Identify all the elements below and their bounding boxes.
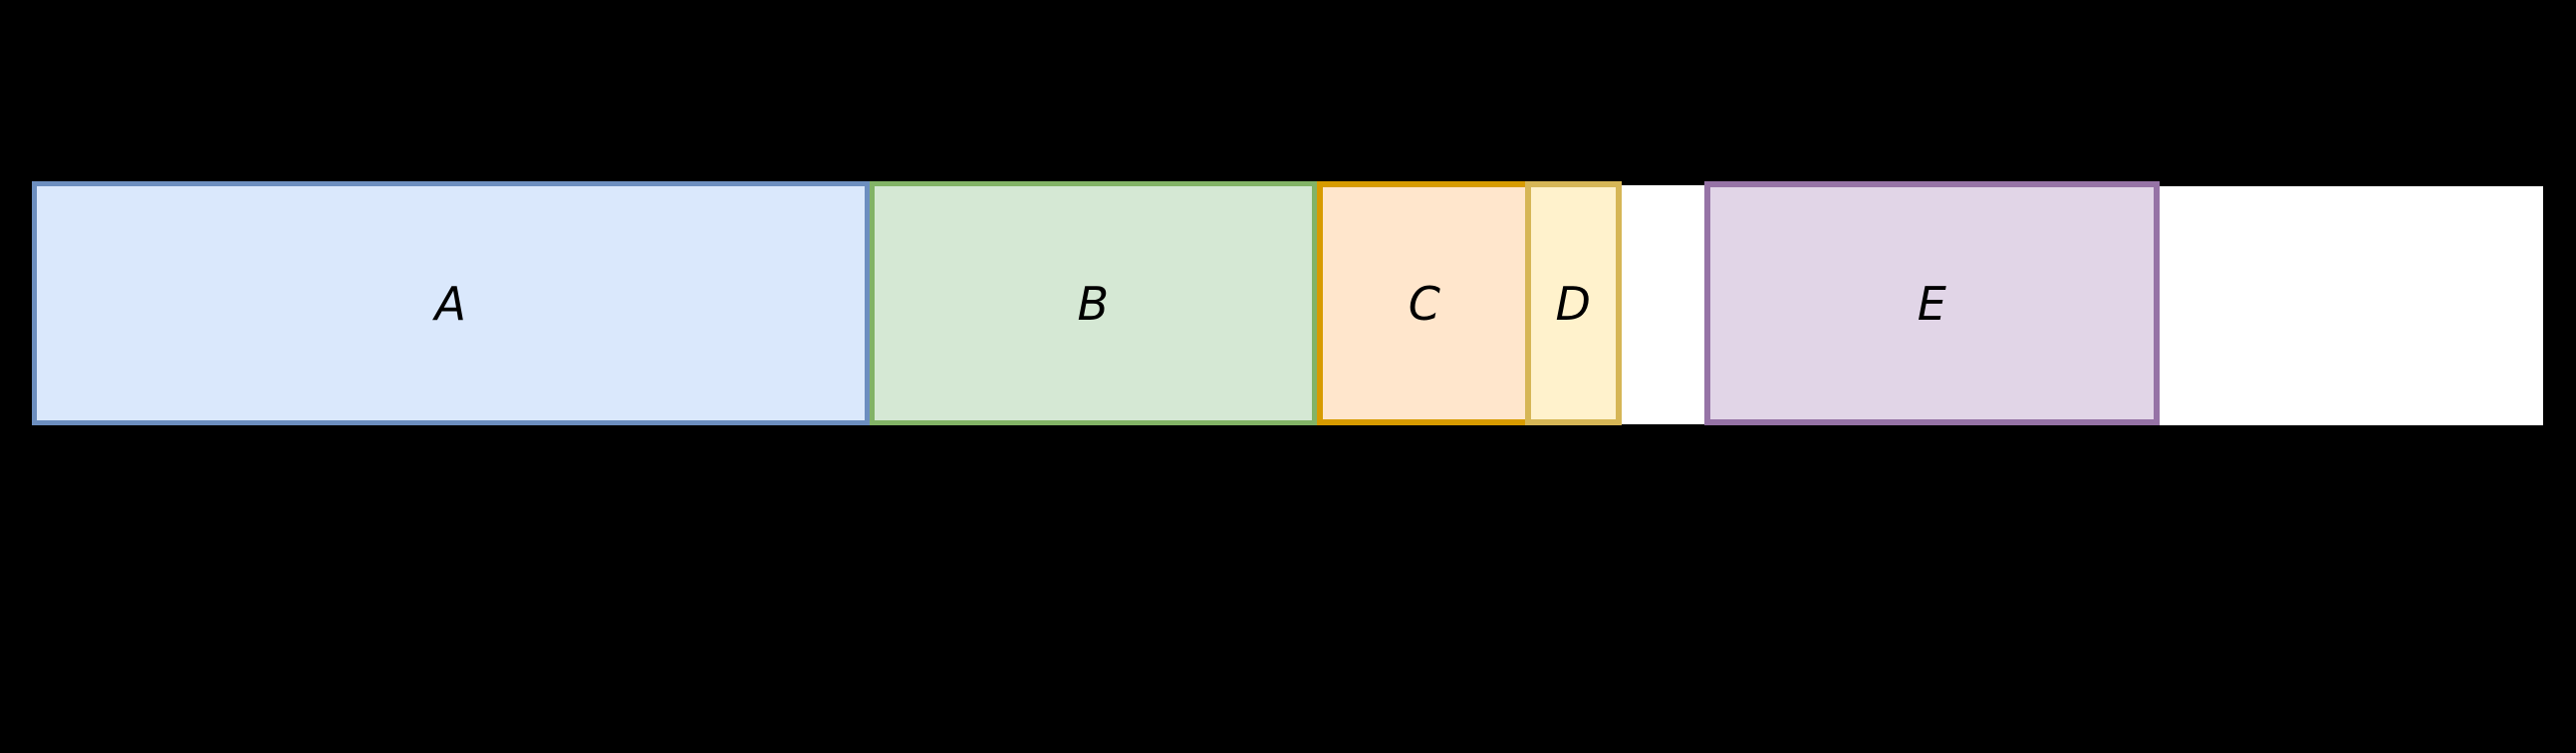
block-label-c: C [1408, 276, 1441, 331]
block-c[interactable]: C [1317, 181, 1532, 425]
block-d[interactable]: D [1525, 181, 1622, 425]
block-label-b: B [1077, 276, 1110, 331]
block-label-d: D [1555, 276, 1592, 331]
block-label-a: A [434, 276, 467, 331]
plain-panel-tail [2160, 186, 2543, 425]
block-a[interactable]: A [32, 181, 870, 425]
block-label-e: E [1917, 276, 1947, 331]
plain-panel-gap-de [1622, 185, 1705, 424]
block-b[interactable]: B [870, 181, 1317, 425]
block-e[interactable]: E [1704, 181, 2160, 425]
